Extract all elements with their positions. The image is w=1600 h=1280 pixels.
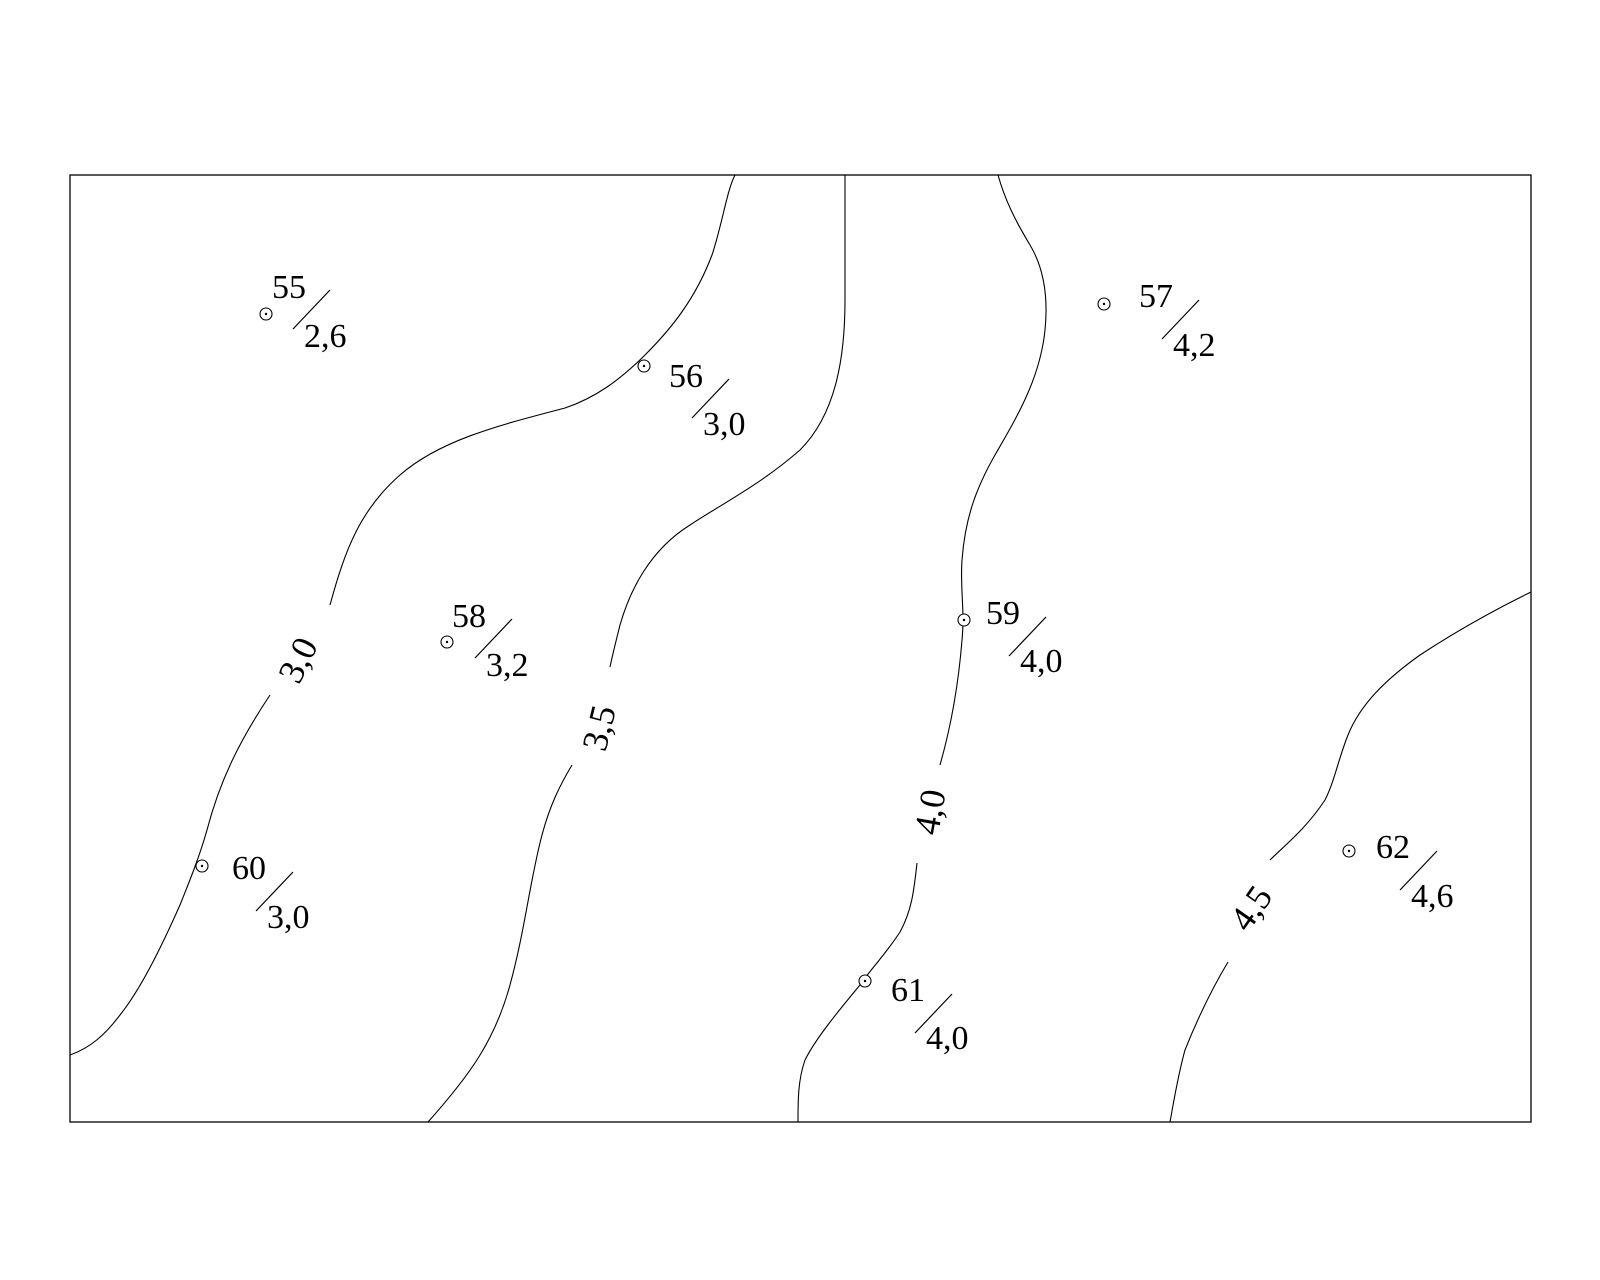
well-55: 55 2,6 (259, 269, 347, 355)
well-59: 59 4,0 (957, 595, 1063, 680)
well-divider (474, 618, 513, 659)
well-value: 4,2 (1173, 327, 1216, 364)
well-value: 3,0 (703, 406, 746, 443)
contour-line-3-5-lower (427, 764, 573, 1123)
well-number: 62 (1376, 829, 1410, 866)
well-value: 4,0 (926, 1020, 969, 1057)
contour-label-3-0: 3,0 (270, 631, 326, 689)
well-value: 3,2 (486, 647, 529, 684)
well-56: 56 3,0 (637, 358, 746, 443)
contour-line-4-0 (939, 174, 1047, 766)
well-divider (292, 289, 331, 330)
well-61: 61 4,0 (858, 972, 969, 1057)
well-60: 60 3,0 (195, 850, 310, 936)
contour-line-3-5 (609, 174, 846, 668)
well-number: 55 (272, 269, 306, 306)
well-number: 61 (891, 972, 925, 1009)
contour-line-3-0-lower (69, 694, 271, 1056)
contour-line-4-5-lower (1169, 961, 1229, 1123)
well-divider (914, 993, 953, 1034)
well-57: 57 4,2 (1097, 278, 1216, 364)
contour-label-4-0: 4,0 (906, 786, 953, 837)
contour-line-4-5 (1269, 591, 1532, 861)
well-value: 3,0 (267, 899, 310, 936)
well-divider (1161, 299, 1200, 340)
well-divider (1399, 850, 1438, 891)
well-value: 2,6 (304, 318, 347, 355)
contour-label-3-5: 3,5 (574, 701, 624, 754)
well-divider (691, 378, 730, 419)
well-number: 57 (1139, 278, 1173, 315)
well-number: 56 (669, 358, 703, 395)
well-58: 58 3,2 (440, 598, 529, 684)
map-frame (69, 174, 1532, 1123)
well-number: 60 (232, 850, 266, 887)
well-number: 59 (986, 595, 1020, 632)
well-62: 62 4,6 (1342, 829, 1454, 915)
well-value: 4,6 (1411, 878, 1454, 915)
well-number: 58 (452, 598, 486, 635)
well-divider (1008, 616, 1047, 657)
contour-line-3-0 (329, 174, 736, 606)
well-value: 4,0 (1020, 643, 1063, 680)
well-divider (255, 871, 294, 912)
contour-label-4-5: 4,5 (1222, 878, 1281, 938)
